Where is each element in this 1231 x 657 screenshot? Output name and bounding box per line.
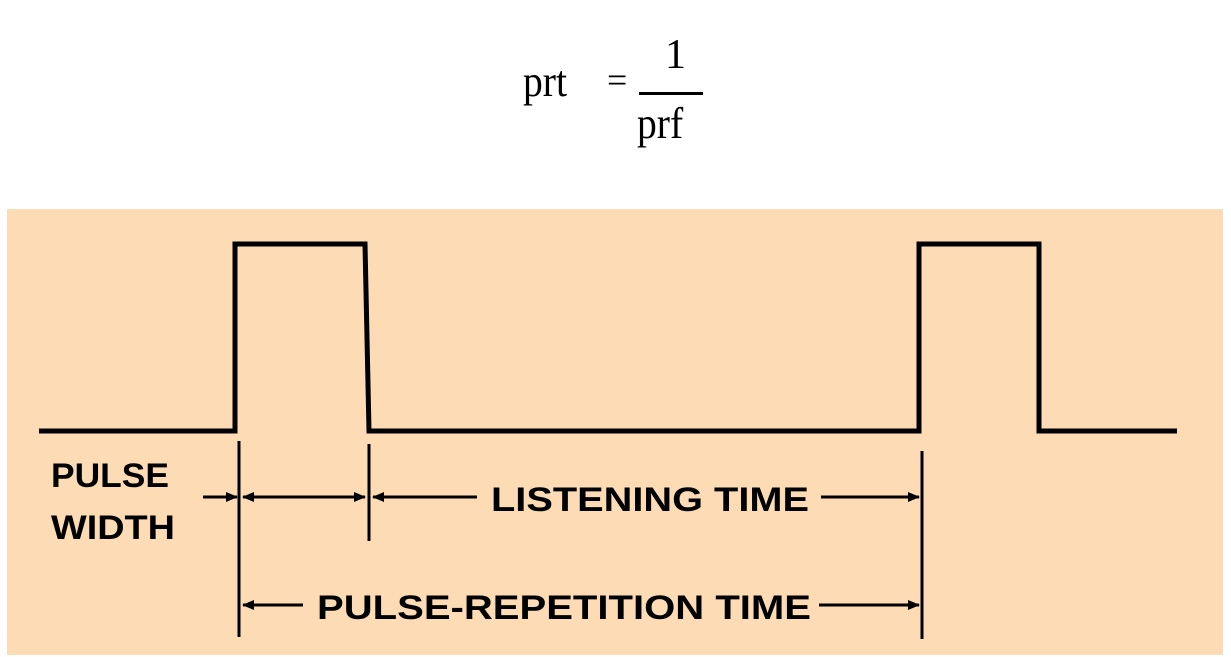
pulse-width-label-line2: WIDTH	[51, 509, 175, 547]
fraction-bar	[639, 92, 703, 95]
listening-time-label: LISTENING TIME	[491, 481, 809, 519]
formula-equals: =	[607, 60, 628, 100]
pulse-repetition-time-label: PULSE-REPETITION TIME	[317, 589, 811, 627]
formula-numerator: 1	[665, 32, 686, 78]
pulse-waveform	[39, 241, 1177, 434]
formula-lhs: prt	[523, 57, 568, 106]
pulse-width-label-line1: PULSE	[51, 457, 169, 495]
prt-formula: prt = 1 prf	[515, 22, 715, 162]
pulse-waveform-svg: PULSE WIDTH LISTENING TIME PULSE-REPETIT…	[39, 241, 1177, 639]
pulse-timing-diagram: PULSE WIDTH LISTENING TIME PULSE-REPETIT…	[7, 209, 1223, 655]
formula-denominator: prf	[637, 99, 684, 148]
